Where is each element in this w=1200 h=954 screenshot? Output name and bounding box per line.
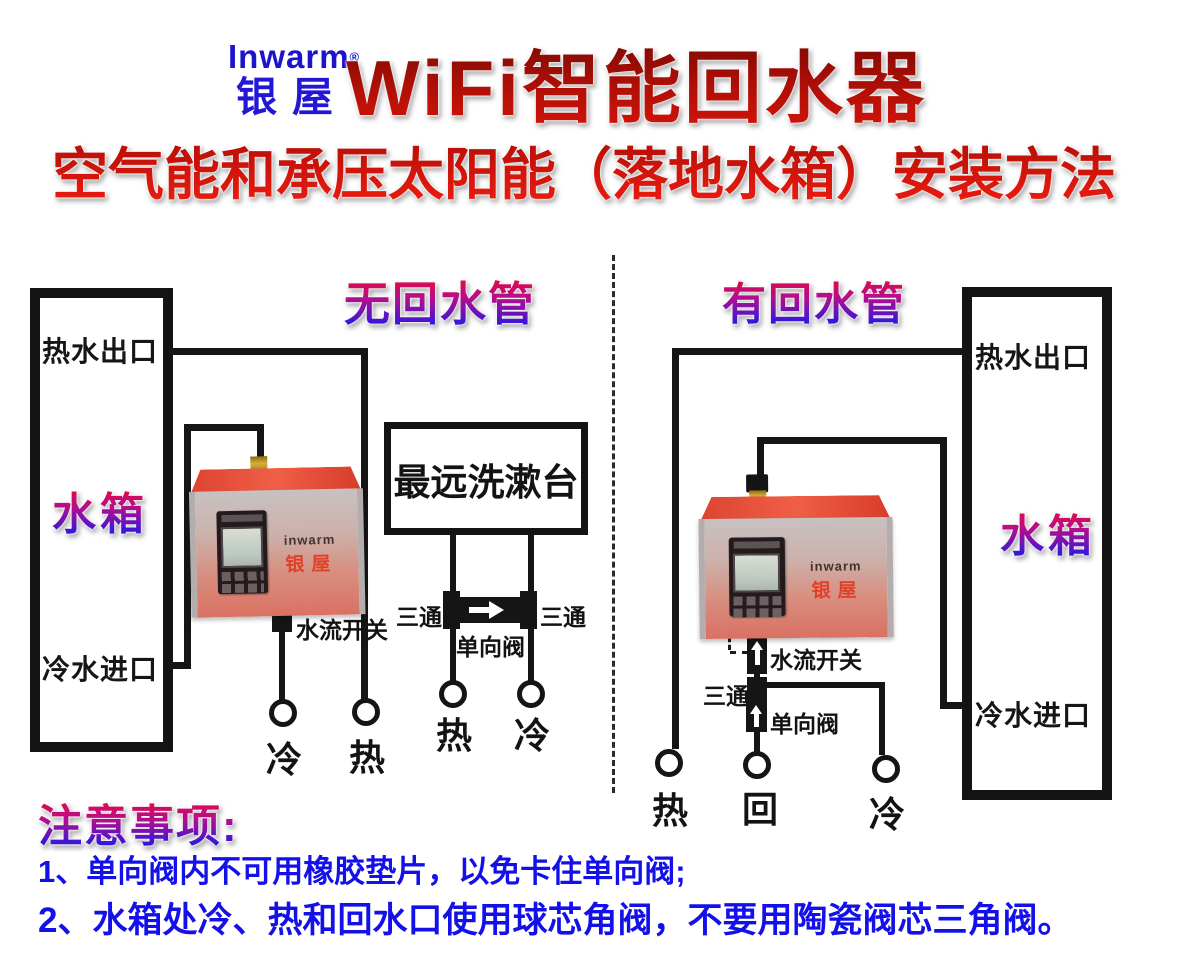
- tee-fitting-right: [520, 591, 537, 629]
- brand-reg-mark: ®: [350, 50, 360, 65]
- brand-logo-cn: 银屋: [236, 74, 348, 120]
- return-water-device-right: inwarm 银屋: [698, 474, 894, 640]
- right-tank: [962, 287, 1112, 800]
- device-brand-cn-text: 银屋: [811, 579, 864, 602]
- device-front-face: inwarm 银屋: [698, 516, 894, 640]
- cold-port-circle: [872, 755, 900, 783]
- basin-hot-pipe: [450, 535, 456, 593]
- section-divider: [612, 255, 615, 793]
- note-item-2: 2、水箱处冷、热和回水口使用球芯角阀，不要用陶瓷阀芯三角阀。: [38, 901, 1073, 940]
- flow-switch-cable: [728, 637, 731, 650]
- right-return-pipe-vertical: [940, 437, 947, 709]
- left-tank: [30, 288, 173, 752]
- hot-port-label: 热: [652, 790, 689, 831]
- check-valve-label: 单向阀: [456, 634, 525, 660]
- left-return-pipe-drop-to-device: [257, 424, 264, 474]
- device-control-panel: [728, 537, 786, 618]
- device-lcd-screen: [220, 526, 264, 568]
- device-buttons-row: [221, 571, 265, 581]
- left-return-pipe-vertical: [184, 424, 191, 669]
- page-subtitle: 空气能和承压太阳能（落地水箱）安装方法: [52, 130, 1116, 211]
- check-valve-arrow-head: [750, 705, 762, 714]
- tee-fitting: [747, 677, 767, 703]
- hot-port-circle: [655, 749, 683, 777]
- device-brand-text: inwarm: [809, 558, 862, 574]
- hot-port-circle: [439, 680, 467, 708]
- right-tank-cold-inlet-label: 冷水进口: [975, 700, 1092, 731]
- return-water-device-left: inwarm 银屋: [188, 456, 366, 618]
- right-return-pipe-tank-stub: [940, 702, 962, 709]
- right-hot-pipe-horizontal: [672, 348, 962, 355]
- cold-port-circle: [517, 680, 545, 708]
- left-hot-pipe-horizontal: [168, 348, 364, 355]
- tee-label-right: 三通: [540, 604, 586, 630]
- device-buttons-row: [733, 596, 781, 606]
- check-valve-label: 单向阀: [770, 711, 839, 737]
- left-hot-pipe-vertical: [361, 348, 368, 699]
- cold-port-label: 冷: [514, 715, 551, 756]
- device-lcd-screen: [733, 553, 781, 593]
- flow-switch-cable: [730, 651, 748, 654]
- left-tank-cold-inlet-label: 冷水进口: [42, 654, 159, 685]
- device-panel-header: [220, 514, 263, 523]
- check-valve-arrow: [469, 607, 491, 613]
- basin-cold-pipe: [528, 535, 534, 593]
- brand-logo: Inwarm® 银屋: [228, 40, 359, 118]
- cold-port-circle: [269, 699, 297, 727]
- left-tank-label: 水箱: [52, 478, 148, 542]
- return-port-label: 回: [742, 789, 779, 830]
- hot-port-circle: [352, 698, 380, 726]
- flow-arrow-stem: [755, 649, 760, 665]
- device-brand-text: inwarm: [283, 531, 336, 548]
- page-title: WiFi智能回水器: [346, 26, 927, 138]
- device-buttons-row: [221, 583, 265, 593]
- hot-port-label: 热: [349, 737, 386, 778]
- flow-arrow-head: [751, 641, 763, 650]
- check-valve-arrow-head: [489, 601, 504, 619]
- right-tank-label: 水箱: [1000, 500, 1096, 564]
- hot-port-label: 热: [436, 715, 473, 756]
- tee-fitting-left: [443, 591, 460, 629]
- brand-logo-en: Inwarm: [228, 38, 350, 75]
- device-front-face: inwarm 银屋: [188, 488, 366, 618]
- right-tank-hot-outlet-label: 热水出口: [975, 342, 1092, 373]
- flow-switch-right: [747, 636, 767, 674]
- basin-hot-pipe-lower: [450, 629, 456, 681]
- left-return-pipe-top: [184, 424, 264, 431]
- right-return-pipe-top: [757, 437, 947, 444]
- cold-port-label: 冷: [266, 739, 303, 780]
- device-panel-header: [733, 541, 780, 549]
- flow-switch-label-left: 水流开关: [296, 617, 388, 643]
- return-port-circle: [743, 751, 771, 779]
- cold-branch-horizontal: [765, 682, 885, 688]
- section-title-with-return-pipe: 有回水管: [722, 268, 906, 332]
- cold-port-label: 冷: [869, 794, 906, 835]
- cold-branch-vertical: [879, 682, 885, 755]
- device-control-panel: [216, 510, 269, 595]
- check-valve-arrow-stem: [754, 713, 759, 727]
- left-cold-pipe-vertical: [279, 598, 285, 700]
- check-valve-vertical: [746, 702, 767, 732]
- section-title-no-return-pipe: 无回水管: [344, 268, 536, 334]
- flow-switch-label-right: 水流开关: [770, 647, 862, 673]
- left-return-pipe-tank-stub: [168, 662, 190, 669]
- device-buttons-row: [733, 608, 782, 618]
- notes-heading: 注意事项:: [38, 790, 239, 854]
- tee-label-left: 三通: [396, 604, 442, 630]
- tee-label: 三通: [703, 683, 749, 709]
- right-hot-pipe-vertical: [672, 348, 679, 749]
- basin-cold-pipe-lower: [528, 629, 534, 681]
- check-valve-horizontal: [460, 597, 520, 623]
- left-tank-hot-outlet-label: 热水出口: [42, 336, 159, 367]
- device-brand-cn-text: 银屋: [285, 554, 338, 577]
- note-item-1: 1、单向阀内不可用橡胶垫片，以免卡住单向阀;: [38, 854, 686, 889]
- right-return-pipe-drop-to-device: [757, 437, 764, 482]
- farthest-washbasin-box: 最远洗漱台: [384, 422, 588, 535]
